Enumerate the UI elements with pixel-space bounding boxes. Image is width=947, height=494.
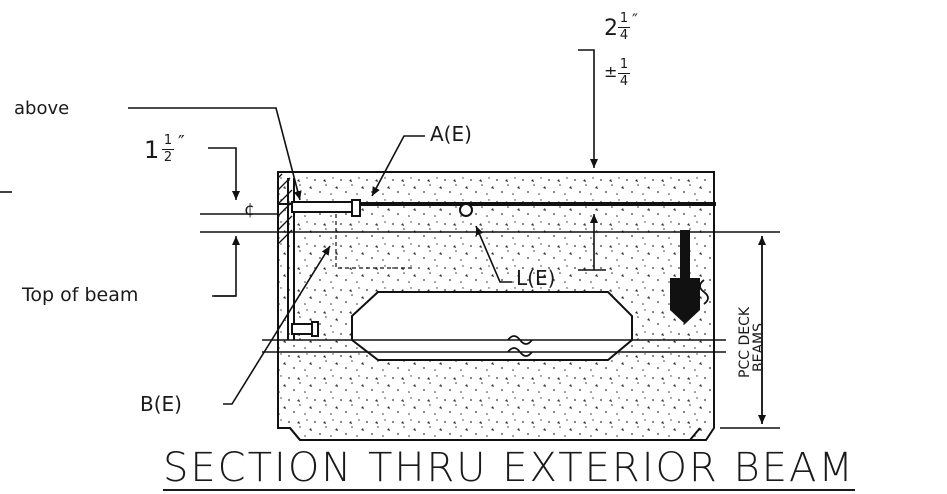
label-b-e: B(E): [140, 392, 182, 416]
overlay-dimension-whole: 2: [604, 16, 618, 41]
label-above: above: [14, 98, 70, 119]
overlay-dimension-fraction: 1 4: [618, 12, 630, 43]
dimension-offset: [0, 147, 240, 297]
leader-lines: [128, 107, 512, 405]
offset-bar: [162, 149, 174, 150]
tolerance-fraction: 1 4: [618, 58, 630, 89]
tolerance-num: 1: [619, 57, 629, 72]
label-top-of-beam: Top of beam: [22, 284, 139, 306]
beam-void: [351, 291, 633, 361]
end-block: [670, 230, 700, 324]
tolerance-den: 4: [619, 74, 629, 89]
label-beams: BEAMS: [751, 323, 767, 372]
offset-num: 1: [163, 133, 173, 148]
overlay-dimension-unit: ″: [632, 10, 638, 29]
break-marks: [507, 279, 709, 357]
hidden-reinforcement: [335, 214, 412, 269]
label-pcc-deck: PCC DECK: [737, 306, 753, 378]
offset-den: 2: [163, 150, 173, 165]
strand-l: [459, 203, 473, 217]
reinforcing-line-a: [200, 202, 726, 353]
label-l-e: L(E): [516, 266, 556, 290]
offset-dimension-unit: ″: [178, 132, 185, 153]
offset-dimension-whole: 1: [144, 136, 160, 164]
label-a-e: A(E): [430, 122, 472, 146]
overlay-bar: [618, 27, 630, 28]
offset-dimension-fraction: 1 2: [162, 134, 174, 165]
dimension-depth: [720, 231, 780, 429]
centerline-symbol: ¢: [244, 200, 255, 220]
tolerance-prefix: ±: [604, 62, 618, 81]
drawing-title: SECTION THRU EXTERIOR BEAM: [163, 445, 855, 491]
anchor-bolts: [291, 199, 361, 337]
tolerance-bar: [618, 73, 630, 74]
overlay-den: 4: [619, 28, 629, 43]
concrete-deck: [277, 171, 715, 205]
dimension-overlay: [578, 49, 606, 271]
overlay-num: 1: [619, 11, 629, 26]
